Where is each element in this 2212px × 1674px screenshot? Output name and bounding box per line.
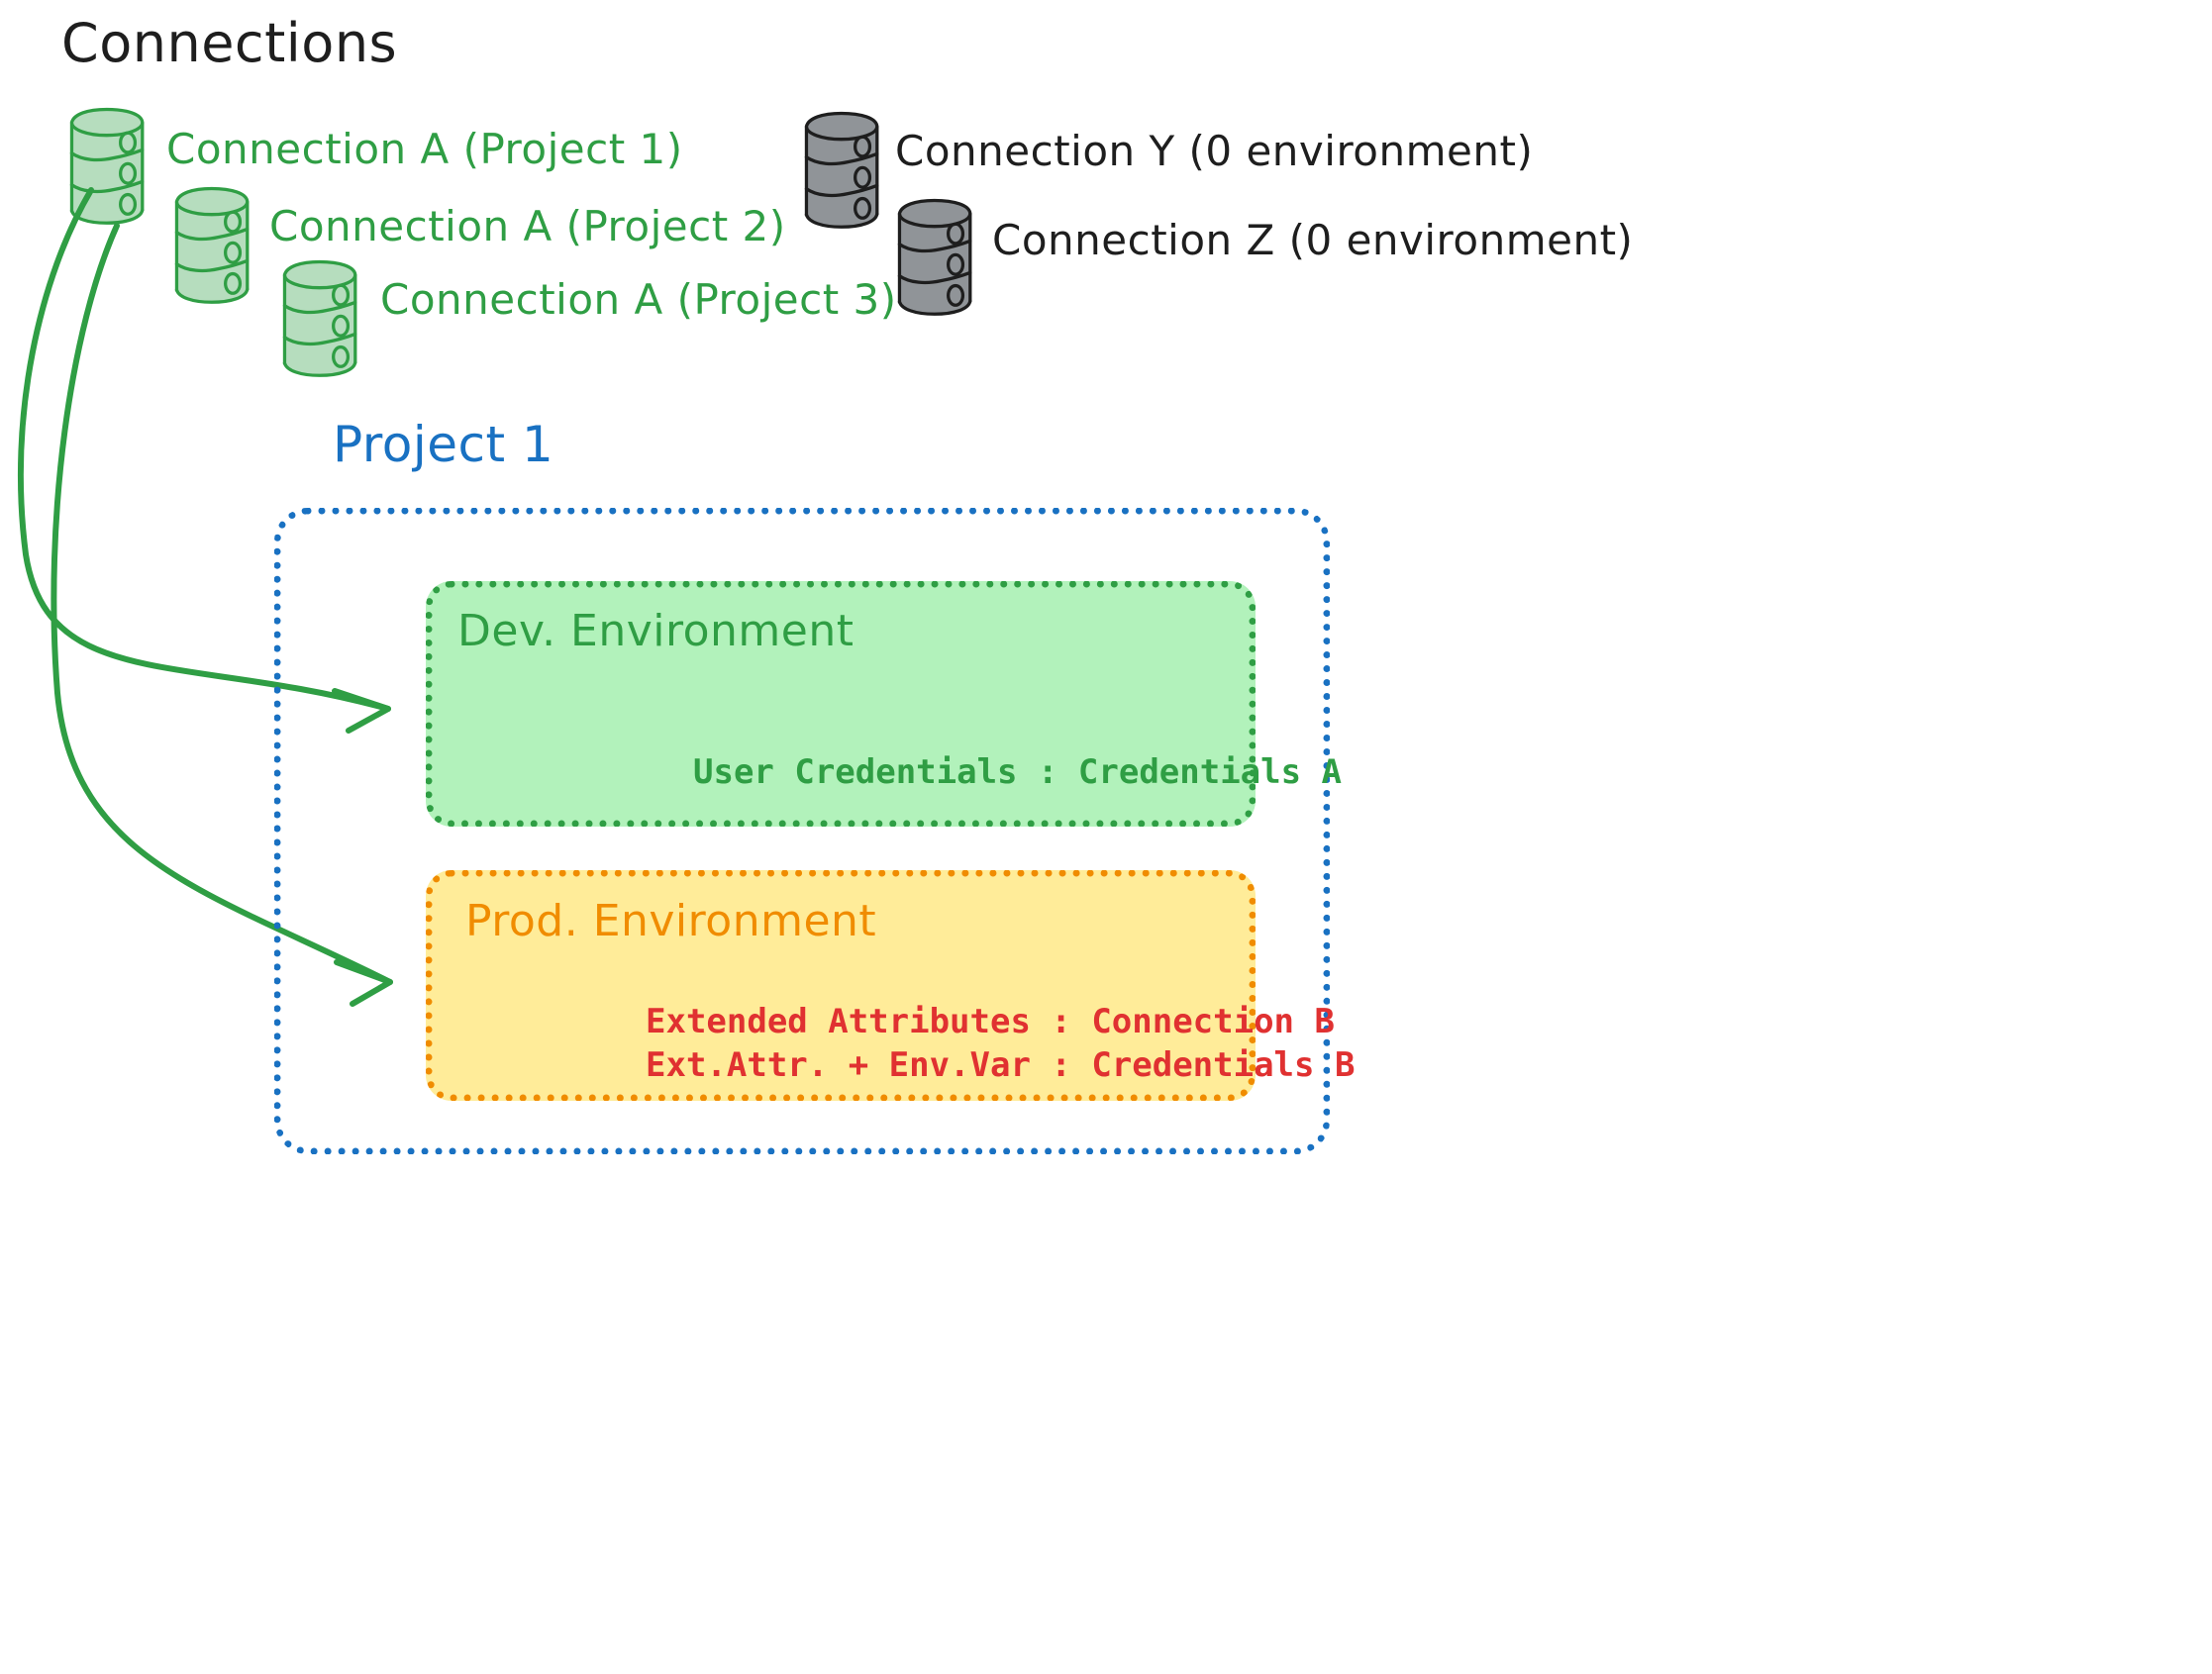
connection-label-gray-1: Connection Y (0 environment) bbox=[895, 127, 1534, 175]
connection-label-green-2: Connection A (Project 2) bbox=[269, 202, 786, 250]
arrow-to-dev-environment bbox=[17, 187, 391, 734]
connection-label-green-3: Connection A (Project 3) bbox=[380, 275, 897, 324]
database-cylinder-icon bbox=[282, 259, 357, 378]
prod-environment-line-2: Ext.Attr. + Env.Var : Credentials B bbox=[646, 1045, 1356, 1085]
dev-environment-line-1: User Credentials : Credentials A bbox=[693, 752, 1343, 792]
connection-label-green-1: Connection A (Project 1) bbox=[166, 125, 683, 173]
page-title: Connections bbox=[61, 12, 398, 74]
database-cylinder-icon bbox=[804, 110, 879, 230]
dev-environment-box bbox=[426, 581, 1256, 827]
prod-environment-line-1: Extended Attributes : Connection B bbox=[646, 1002, 1335, 1041]
prod-environment-box bbox=[426, 870, 1256, 1101]
arrow-to-prod-environment bbox=[50, 223, 393, 1007]
prod-environment-title: Prod. Environment bbox=[465, 896, 877, 946]
connection-label-gray-2: Connection Z (0 environment) bbox=[992, 216, 1634, 264]
database-cylinder-icon bbox=[173, 185, 250, 305]
database-cylinder-icon bbox=[897, 197, 972, 317]
dev-environment-title: Dev. Environment bbox=[457, 606, 855, 656]
project-boundary-box bbox=[274, 508, 1330, 1154]
project-title: Project 1 bbox=[333, 416, 554, 473]
